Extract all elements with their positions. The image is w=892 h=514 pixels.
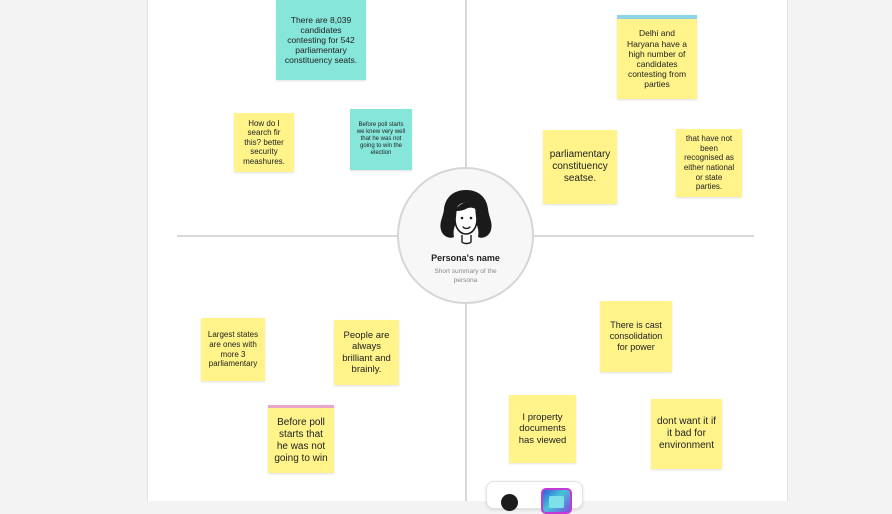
sticky-note[interactable]: Largest states are ones with more 3 parl… [201, 318, 265, 381]
sticky-note[interactable]: How do I search fir this? better securit… [234, 113, 294, 172]
bottom-toolbar [486, 481, 583, 514]
quadrant-divider-right [533, 235, 754, 237]
image-thumbnail-icon[interactable] [541, 488, 572, 514]
sticky-note[interactable]: There are 8,039 candidates contesting fo… [276, 0, 366, 80]
sticky-note[interactable]: that have not been recognised as either … [676, 129, 742, 197]
sticky-note[interactable]: People are always brilliant and brainly. [334, 320, 399, 385]
sticky-note[interactable]: Delhi and Haryana have a high number of … [617, 15, 697, 99]
quadrant-divider-left [177, 235, 398, 237]
thumbnail-preview [549, 496, 564, 508]
quadrant-divider-bottom [465, 304, 467, 501]
sticky-note[interactable]: dont want it if it bad for environment [651, 399, 722, 469]
persona-summary[interactable]: Short summary of the persona [434, 268, 497, 284]
persona-avatar-icon [440, 190, 492, 245]
dot-icon[interactable] [501, 494, 518, 511]
sticky-note[interactable]: parliamentary constituency seatse. [543, 130, 617, 204]
sticky-note[interactable]: Before poll starts we knew very well tha… [350, 109, 412, 170]
sticky-note[interactable]: There is cast consolidation for power [600, 301, 672, 372]
sticky-note[interactable]: Before poll starts that he was not going… [268, 405, 334, 473]
persona-name[interactable]: Persona's name [431, 253, 500, 263]
sticky-note[interactable]: I property documents has viewed [509, 395, 576, 463]
quadrant-divider-top [465, 0, 467, 170]
